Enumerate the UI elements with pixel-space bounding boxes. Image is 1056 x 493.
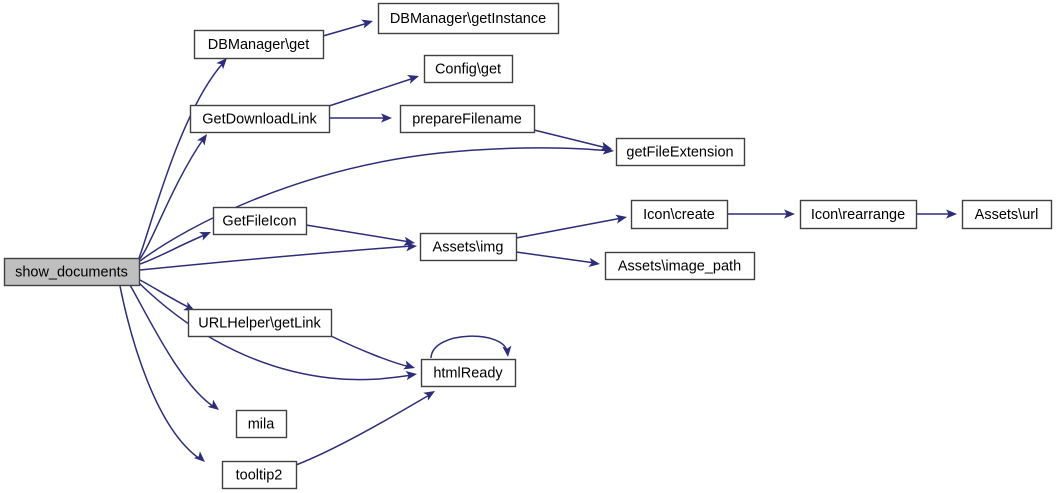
edge-getfileicon-assets_img: [305, 224, 411, 243]
edge-tooltip2-htmlready: [295, 393, 432, 466]
node-label-icon_create: Icon\create: [643, 207, 715, 223]
node-dbmanager_get[interactable]: DBManager\get: [193, 29, 325, 60]
edge-show_documents-urlhelper_getlink: [139, 279, 191, 309]
node-config_get[interactable]: Config\get: [423, 54, 514, 84]
node-label-config_get: Config\get: [435, 61, 501, 77]
edge-show_documents-dbmanager_get-arrowhead: [216, 58, 227, 70]
node-assets_img[interactable]: Assets\img: [419, 232, 518, 262]
node-mila[interactable]: mila: [235, 409, 288, 439]
node-label-htmlready: htmlReady: [433, 365, 503, 381]
edge-htmlready-htmlready-self-arrowhead: [502, 345, 512, 357]
node-label-dbmanager_get: DBManager\get: [208, 37, 310, 53]
edge-show_documents-getdownloadlink-arrowhead: [196, 134, 207, 146]
edge-assets_img-icon_create: [515, 217, 623, 239]
edge-assets_img-assets_image_path-arrowhead: [588, 257, 600, 268]
node-getfileicon[interactable]: GetFileIcon: [212, 206, 308, 236]
edge-show_documents-tooltip2-arrowhead: [193, 451, 205, 462]
node-getfileextension[interactable]: getFileExtension: [615, 137, 746, 167]
node-label-show_documents: show_documents: [15, 264, 128, 280]
edges-layer: [119, 19, 957, 466]
edge-getdownloadlink-config_get: [328, 77, 415, 107]
edge-assets_img-icon_create-arrowhead: [615, 214, 627, 224]
node-box-getdownloadlink[interactable]: [189, 104, 331, 134]
node-label-icon_rearrange: Icon\rearrange: [811, 207, 905, 223]
edge-urlhelper_getlink-htmlready: [330, 335, 411, 368]
node-icon_create[interactable]: Icon\create: [630, 199, 729, 230]
node-label-dbmanager_getinstance: DBManager\getInstance: [390, 11, 546, 27]
edge-show_documents-getdownloadlink: [138, 137, 205, 261]
edge-getdownloadlink-config_get-arrowhead: [407, 75, 419, 84]
nodes-layer: show_documents DBManager\get DBManager\get…: [3, 2, 1053, 490]
node-box-getfileicon[interactable]: [212, 206, 308, 236]
node-box-dbmanager_getinstance[interactable]: [377, 2, 560, 35]
node-box-show_documents[interactable]: [3, 257, 141, 287]
node-label-getfileextension: getFileExtension: [626, 144, 733, 160]
edge-preparefilename-getfileextension-arrowhead: [600, 141, 612, 151]
node-box-assets_img[interactable]: [419, 232, 518, 262]
edge-show_documents-tooltip2: [119, 285, 201, 460]
node-box-config_get[interactable]: [423, 54, 514, 84]
node-dbmanager_getinstance[interactable]: DBManager\getInstance: [377, 2, 560, 35]
node-preparefilename[interactable]: prepareFilename: [399, 104, 536, 134]
edge-show_documents-mila: [129, 284, 215, 408]
node-box-icon_create[interactable]: [630, 199, 729, 230]
node-box-getfileextension[interactable]: [615, 137, 746, 167]
edge-show_documents-getfileextension: [139, 147, 611, 262]
edge-show_documents-urlhelper_getlink-arrowhead: [183, 301, 195, 311]
node-assets_image_path[interactable]: Assets\image_path: [604, 251, 756, 281]
node-box-mila[interactable]: [235, 409, 288, 439]
node-assets_url[interactable]: Assets\url: [961, 199, 1053, 230]
edge-assets_img-assets_image_path: [515, 251, 596, 264]
edge-show_documents-assets_img: [139, 245, 413, 271]
node-label-assets_url: Assets\url: [975, 207, 1039, 223]
edge-show_documents-htmlready-arrowhead: [405, 370, 417, 381]
node-htmlready[interactable]: htmlReady: [420, 358, 517, 388]
node-label-mila: mila: [248, 416, 276, 432]
edge-getfileicon-assets_img-arrowhead: [403, 236, 415, 246]
node-box-icon_rearrange[interactable]: [799, 199, 918, 230]
edge-icon_rearrange-assets_url-arrowhead: [946, 209, 957, 219]
edge-htmlready-htmlready-self: [430, 335, 508, 359]
edge-dbmanager_get-dbmanager_getinstance: [322, 22, 369, 37]
node-label-getdownloadlink: GetDownloadLink: [202, 111, 317, 127]
edge-preparefilename-getfileextension: [533, 129, 608, 149]
node-label-tooltip2: tooltip2: [236, 467, 283, 483]
edge-show_documents-dbmanager_get: [138, 61, 225, 259]
node-label-preparefilename: prepareFilename: [412, 111, 522, 127]
node-label-getfileicon: GetFileIcon: [222, 213, 296, 229]
node-show_documents[interactable]: show_documents: [3, 257, 141, 287]
edge-icon_create-icon_rearrange-arrowhead: [784, 209, 795, 219]
edge-show_documents-htmlready: [138, 282, 413, 381]
edge-dbmanager_get-dbmanager_getinstance-arrowhead: [361, 19, 373, 29]
edge-getdownloadlink-preparefilename-arrowhead: [381, 113, 392, 123]
edge-show_documents-mila-arrowhead: [207, 399, 219, 410]
node-box-preparefilename[interactable]: [399, 104, 536, 134]
edge-show_documents-getfileicon-arrowhead: [199, 232, 211, 241]
edge-tooltip2-htmlready-arrowhead: [423, 391, 435, 401]
node-box-urlhelper_getlink[interactable]: [187, 308, 333, 338]
node-label-urlhelper_getlink: URLHelper\getLink: [198, 315, 321, 331]
node-label-assets_img: Assets\img: [433, 239, 504, 255]
node-box-dbmanager_get[interactable]: [193, 29, 325, 60]
node-tooltip2[interactable]: tooltip2: [221, 460, 298, 490]
node-box-tooltip2[interactable]: [221, 460, 298, 490]
edge-urlhelper_getlink-htmlready-arrowhead: [403, 360, 415, 370]
node-box-assets_url[interactable]: [961, 199, 1053, 230]
node-box-assets_image_path[interactable]: [604, 251, 756, 281]
edge-show_documents-getfileicon: [139, 233, 208, 265]
node-urlhelper_getlink[interactable]: URLHelper\getLink: [187, 308, 333, 338]
node-icon_rearrange[interactable]: Icon\rearrange: [799, 199, 918, 230]
node-getdownloadlink[interactable]: GetDownloadLink: [189, 104, 331, 134]
node-box-htmlready[interactable]: [420, 358, 517, 388]
node-label-assets_image_path: Assets\image_path: [618, 258, 741, 274]
